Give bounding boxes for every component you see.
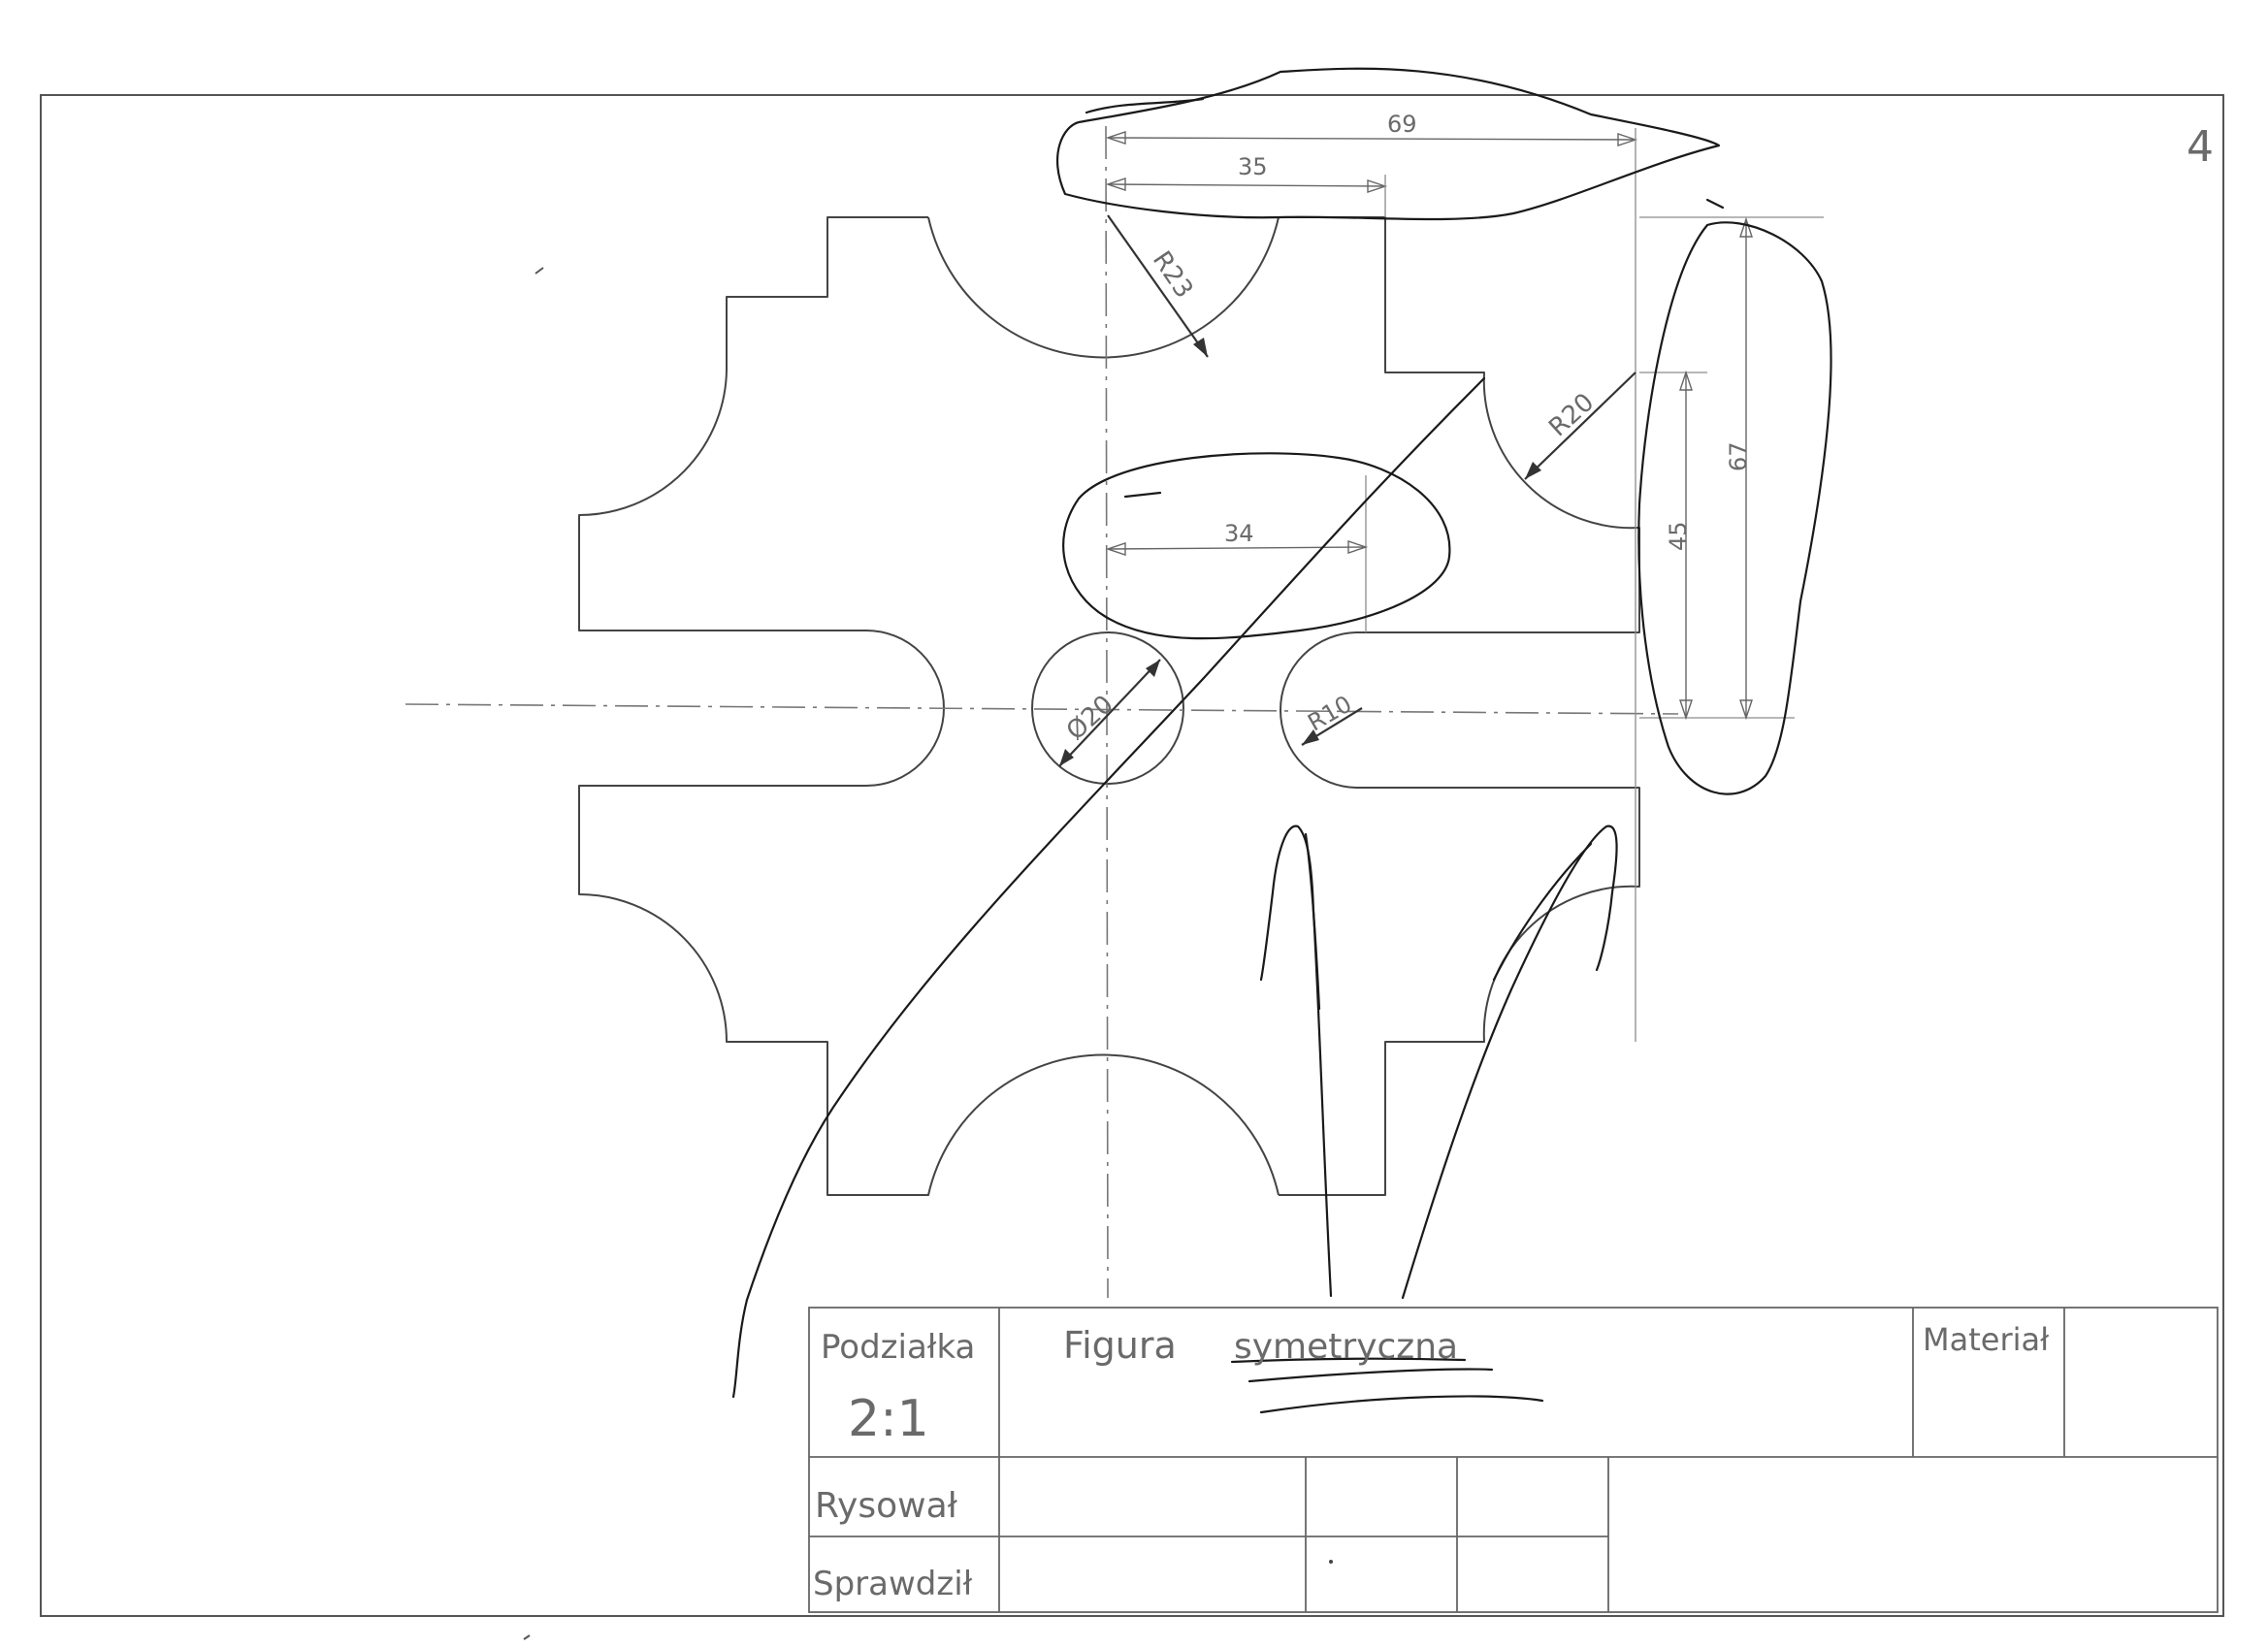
- symmetric-part-outline: [578, 216, 1640, 1196]
- material-label: Materiał: [1923, 1321, 2050, 1358]
- scale-label: Podziałka: [821, 1328, 975, 1367]
- drawing-frame: [40, 94, 2224, 1617]
- vertical-axis: [1105, 125, 1109, 1299]
- dimension-r23: R23: [1147, 246, 1198, 304]
- dimension-69: 69: [1387, 111, 1417, 138]
- dimension-67: 67: [1725, 441, 1752, 471]
- dimension-r10: R10: [1303, 691, 1356, 737]
- dimension-45: 45: [1665, 521, 1692, 551]
- checked-by-label: Sprawdził: [813, 1565, 973, 1603]
- dimension-lines: [1058, 128, 1824, 1042]
- page-number: 4: [2187, 122, 2214, 172]
- scale-value: 2:1: [848, 1390, 929, 1448]
- dimension-dia20: Ø20: [1061, 690, 1119, 746]
- dimension-34: 34: [1224, 520, 1254, 547]
- dimension-35: 35: [1238, 153, 1268, 180]
- dimension-r20: R20: [1543, 388, 1600, 443]
- horizontal-axis: [405, 703, 1679, 715]
- title-word-figura: Figura: [1063, 1324, 1177, 1367]
- correction-marks: [731, 67, 1832, 1414]
- title-word-symetryczna: symetryczna: [1234, 1327, 1458, 1367]
- title-block: [808, 1307, 2219, 1613]
- drawn-by-label: Rysował: [815, 1486, 958, 1526]
